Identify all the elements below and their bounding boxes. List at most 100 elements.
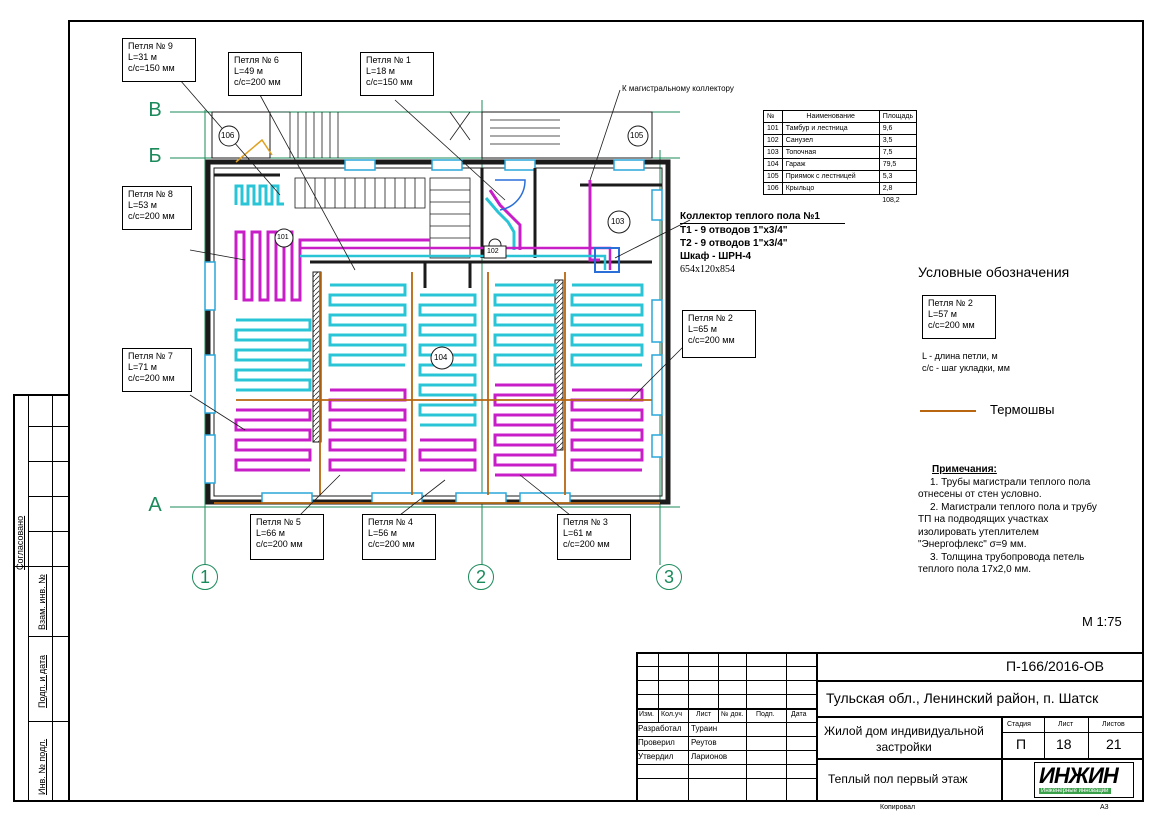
room-tag-102: 102: [487, 248, 499, 255]
stamp-name-dev: Тураин: [691, 724, 718, 733]
collector-title: Коллектор теплого пола №1: [680, 210, 845, 224]
stamp-sheet-title: Теплый пол первый этаж: [828, 772, 968, 786]
axis-label-b: В: [148, 99, 162, 121]
stamp-name-chk: Реутов: [691, 738, 717, 747]
loop-label-5: Петля № 5 L=66 м c/c=200 мм: [250, 514, 324, 560]
main-supply: [300, 246, 612, 270]
loop-6-step: c/c=200 мм: [234, 77, 281, 87]
axis-label-2: 2: [468, 564, 494, 590]
room-name: Топочная: [781, 146, 880, 159]
stamp-format: А3: [1100, 804, 1109, 811]
title-block: Изм. Кол.уч Лист № док. Подп. Дата Разра…: [636, 652, 1144, 802]
stamp-sheets-header: Листов: [1102, 721, 1125, 728]
stamp-col-data: Дата: [791, 711, 807, 718]
stamp-role-app: Утвердил: [638, 752, 674, 761]
loop-3-length: L=61 м: [563, 528, 592, 538]
loop-6-length: L=49 м: [234, 66, 263, 76]
stamp-sheet-header: Лист: [1058, 721, 1074, 728]
loop-8-length: L=53 м: [128, 200, 157, 210]
loop-label-7: Петля № 7 L=71 м c/c=200 мм: [122, 348, 192, 392]
note-1a: 1. Трубы магистрали теплого пола: [930, 476, 1091, 488]
loop-3-step: c/c=200 мм: [563, 539, 610, 549]
table-row: 103 Топочная 7,5: [763, 146, 918, 159]
loop-5-step: c/c=200 мм: [256, 539, 303, 549]
collector-t2: Т2 - 9 отводов 1"x3/4": [680, 238, 788, 249]
loop-8-name: Петля № 8: [128, 189, 173, 199]
room-name: Тамбур и лестница: [781, 122, 880, 135]
stamp-sheets: 21: [1106, 736, 1122, 752]
stamp-object-2: застройки: [876, 740, 932, 754]
room-num: 104: [763, 158, 783, 171]
collector-t1: Т1 - 9 отводов 1"x3/4": [680, 225, 788, 236]
drawing-frame: [68, 20, 1144, 802]
loop-1-length: L=18 м: [366, 66, 395, 76]
stamp-col-kol: Кол.уч: [661, 711, 682, 718]
note-3b: теплого пола 17x2,0 мм.: [918, 564, 1031, 575]
stamp-name-app: Ларионов: [691, 752, 728, 761]
room-name: Крыльцо: [781, 182, 880, 195]
room-tag-101: 101: [277, 234, 289, 241]
loop-3-pipe-cyan: [493, 283, 557, 367]
note-2a: 2. Магистрали теплого пола и трубу: [930, 501, 1097, 513]
stamp-stage-header: Стадия: [1007, 721, 1031, 728]
stamp-copied: Копировал: [880, 804, 916, 811]
axis-label-a: А: [148, 494, 162, 516]
note-2b: ТП на подводящих участках: [918, 514, 1049, 525]
room-area: 79,5: [878, 158, 918, 171]
loop-6-name: Петля № 6: [234, 55, 279, 65]
rooms-header-name: Наименование: [781, 110, 880, 123]
stamp-col-izm: Изм.: [639, 711, 654, 718]
logo-text: ИНЖИН: [1039, 763, 1119, 788]
loop-4-length: L=56 м: [368, 528, 397, 538]
loop-8-pipe: [234, 230, 430, 302]
room-tag-106: 106: [221, 131, 235, 140]
stamp-stage: П: [1016, 736, 1027, 752]
legend-desc-length: L - длина петли, м: [922, 351, 998, 361]
collector-box: [594, 247, 620, 273]
room-area: 9,6: [878, 122, 918, 135]
room-area: 2,8: [878, 182, 918, 195]
loop-label-8: Петля № 8 L=53 м c/c=200 мм: [122, 186, 192, 230]
axis-label-1: 1: [192, 564, 218, 590]
loop-3-name: Петля № 3: [563, 517, 608, 527]
stamp-col-doc: № док.: [721, 711, 744, 718]
room-num: 102: [763, 134, 783, 147]
legend-desc-step: c/c - шаг укладки, мм: [922, 363, 1010, 373]
stamp-col-podp: Подп.: [756, 711, 775, 718]
stamp-role-dev: Разработал: [638, 724, 682, 733]
rooms-total: 108,2: [882, 197, 900, 204]
loop-9-step: c/c=150 мм: [128, 63, 175, 73]
loop-2-name: Петля № 2: [688, 313, 733, 323]
loop-5-name: Петля № 5: [256, 517, 301, 527]
table-row: 104 Гараж 79,5: [763, 158, 918, 171]
stamp-object-1: Жилой дом индивидуальной: [824, 724, 984, 738]
axis-label-bb: Б: [148, 145, 162, 167]
loop-4-name: Петля № 4: [368, 517, 413, 527]
loop-7-name: Петля № 7: [128, 351, 173, 361]
loop-1-pipe: [488, 189, 522, 250]
collector-cabinet: Шкаф - ШРН-4: [680, 251, 752, 262]
legend-sample-length: L=57 м: [928, 309, 957, 319]
loop-7-length: L=71 м: [128, 362, 157, 372]
loop-8-step: c/c=200 мм: [128, 211, 175, 221]
company-logo: ИНЖИН Инженерные инновации: [1034, 762, 1134, 798]
loop-label-1: Петля № 1 L=18 м c/c=150 мм: [360, 52, 434, 96]
logo-subtext: Инженерные инновации: [1039, 788, 1111, 794]
loop-label-4: Петля № 4 L=56 м c/c=200 мм: [362, 514, 436, 560]
rooms-table: № Наименование Площадь 101 Тамбур и лест…: [763, 110, 918, 206]
room-tag-103: 103: [611, 217, 625, 226]
loop-label-3: Петля № 3 L=61 м c/c=200 мм: [557, 514, 631, 560]
stamp-role-chk: Проверил: [638, 738, 675, 747]
loop-4-pipe: [418, 438, 477, 472]
stamp-sheet: 18: [1056, 736, 1072, 752]
collector-info: Коллектор теплого пола №1 Т1 - 9 отводов…: [680, 210, 845, 276]
stamp-col-list: Лист: [696, 711, 712, 718]
loop-9-name: Петля № 9: [128, 41, 173, 51]
main-return: [300, 254, 607, 270]
loop-7-pipe: [234, 408, 312, 472]
note-2c: изолировать утеплителем: [918, 526, 1039, 538]
main-collector-note: К магистральному коллектору: [622, 84, 734, 93]
collector-size: 654x120x854: [680, 264, 735, 275]
loop-6-pipe: [328, 283, 407, 367]
loop-label-9: Петля № 9 L=31 м c/c=150 мм: [122, 38, 196, 82]
